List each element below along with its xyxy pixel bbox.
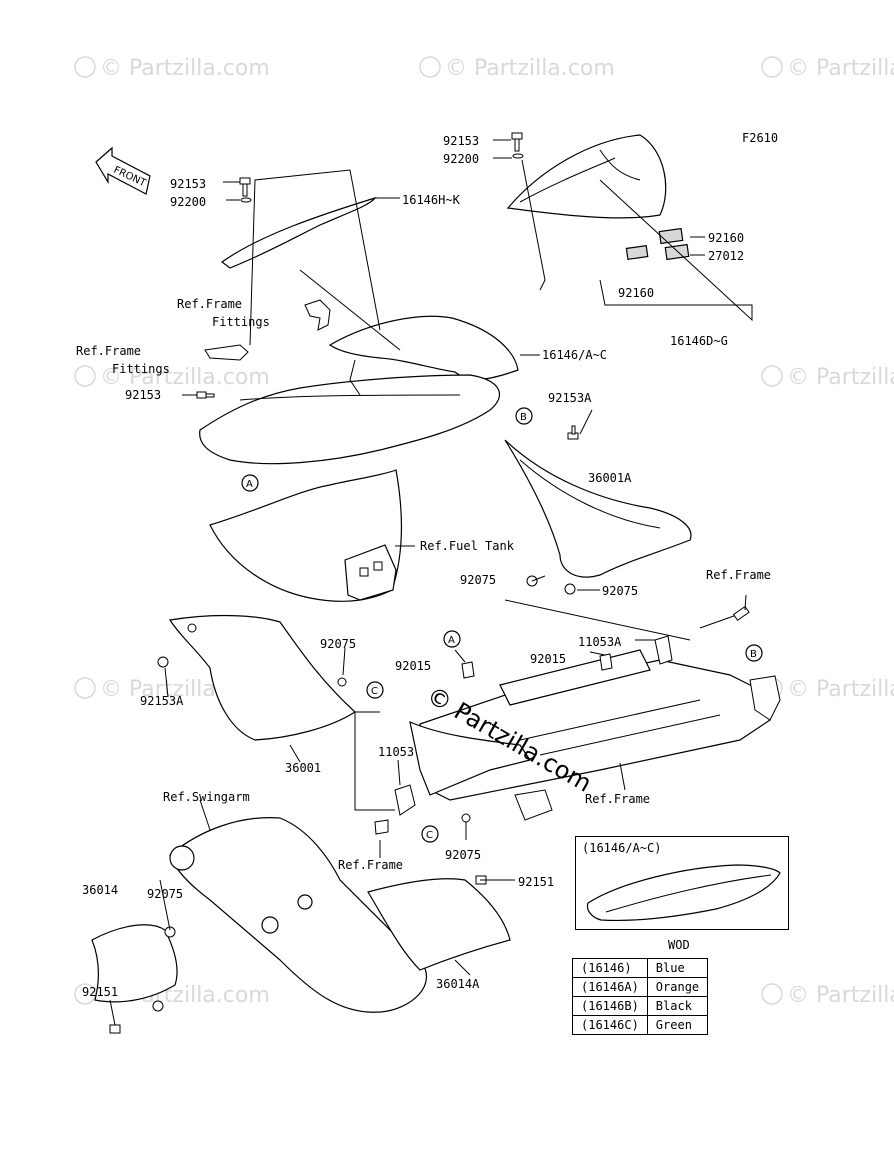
- top-bolts: [239, 132, 524, 203]
- label-16146DG: 16146D~G: [670, 334, 728, 348]
- ref-frame-fittings-2: Ref.Frame: [76, 344, 141, 358]
- ref-frame-fittings-1: Ref.Frame: [177, 297, 242, 311]
- wod-color: Blue: [646, 958, 709, 978]
- chain-guards: [91, 875, 511, 1034]
- ref-frame-fittings-2b: Fittings: [112, 362, 170, 376]
- label-92153-left: 92153: [170, 177, 206, 191]
- wod-color: Black: [646, 996, 709, 1016]
- label-92160-b: 92160: [618, 286, 654, 300]
- watermark-7: © Partzilla.com: [787, 677, 894, 702]
- label-36014A: 36014A: [436, 977, 480, 991]
- wod-code: (16146A): [572, 977, 648, 997]
- swingarm: [169, 817, 427, 1013]
- front-arrow-icon: FRONT: [95, 146, 151, 195]
- callout-a-1: A: [246, 479, 253, 490]
- ref-frame-right: Ref.Frame: [706, 568, 771, 582]
- reference-labels: Ref.Frame Fittings Ref.Frame Fittings Re…: [76, 297, 771, 872]
- wod-code: (16146): [572, 958, 648, 978]
- fuel-tank: [209, 469, 402, 602]
- ref-frame-bottom: Ref.Frame: [585, 792, 650, 806]
- label-92153A-right: 92153A: [548, 391, 592, 405]
- watermark-2: © Partzilla.com: [445, 56, 615, 81]
- frame: [374, 605, 781, 835]
- wod-color: Orange: [646, 977, 709, 997]
- wod-color: Green: [646, 1015, 709, 1035]
- callout-b-2: B: [750, 649, 757, 660]
- label-11053A: 11053A: [578, 635, 622, 649]
- callout-c-1: C: [371, 686, 378, 697]
- ref-frame-lower: Ref.Frame: [338, 858, 403, 872]
- watermark-4: © Partzilla.com: [100, 365, 270, 390]
- label-92015-a: 92015: [530, 652, 566, 666]
- label-92075-a: 92075: [460, 573, 496, 587]
- label-16146AC: 16146/A~C: [542, 348, 607, 362]
- ref-swingarm: Ref.Swingarm: [163, 790, 250, 804]
- label-92151-a: 92151: [82, 985, 118, 999]
- label-92015-b: 92015: [395, 659, 431, 673]
- seat-cowl: [506, 134, 690, 261]
- inset-box: (16146/A~C): [575, 836, 789, 930]
- callout-a-2: A: [448, 635, 455, 646]
- table-row: (16146A)Orange: [572, 977, 709, 997]
- label-92153A-left: 92153A: [140, 694, 184, 708]
- label-92153-top: 92153: [443, 134, 479, 148]
- label-92160-a: 92160: [708, 231, 744, 245]
- inset-label: (16146/A~C): [582, 841, 662, 855]
- wod-table: (16146)Blue (16146A)Orange (16146B)Black…: [572, 958, 709, 1035]
- label-92075-e: 92075: [147, 887, 183, 901]
- label-92075-c: 92075: [320, 637, 356, 651]
- label-36014: 36014: [82, 883, 118, 897]
- watermark-1: © Partzilla.com: [100, 56, 270, 81]
- callout-c-2: C: [426, 830, 433, 841]
- callouts: A B A B C C: [241, 407, 763, 843]
- watermark-5: © Partzilla.com: [787, 365, 894, 390]
- callout-b-1: B: [520, 412, 527, 423]
- label-11053: 11053: [378, 745, 414, 759]
- table-row: (16146C)Green: [572, 1015, 709, 1035]
- figure-code: F2610: [742, 131, 778, 145]
- panel-36001A: [504, 425, 692, 595]
- top-cover: [220, 196, 377, 269]
- panel-36001: [157, 614, 356, 741]
- table-row: (16146)Blue: [572, 958, 709, 978]
- inset-cover-drawing: [586, 864, 781, 922]
- label-16146HK: 16146H~K: [402, 193, 461, 207]
- watermarks: © Partzilla.com © Partzilla.com © Partzi…: [74, 56, 894, 1008]
- wod-code: (16146B): [572, 996, 648, 1016]
- ref-frame-fittings-1b: Fittings: [212, 315, 270, 329]
- label-36001: 36001: [285, 761, 321, 775]
- label-92200-top: 92200: [443, 152, 479, 166]
- watermark-3: © Partzilla.com: [787, 56, 894, 81]
- leader-lines: [109, 139, 753, 1026]
- frame-fittings: [196, 299, 331, 399]
- label-27012: 27012: [708, 249, 744, 263]
- part-labels: 92153 92200 92153 92200 16146H~K 92160 2…: [82, 134, 744, 999]
- label-36001A: 36001A: [588, 471, 632, 485]
- wod-title: WOD: [668, 938, 690, 952]
- label-92151-b: 92151: [518, 875, 554, 889]
- watermark-9: © Partzilla.com: [787, 983, 894, 1008]
- ref-fuel-tank: Ref.Fuel Tank: [420, 539, 515, 553]
- table-row: (16146B)Black: [572, 996, 709, 1016]
- label-92075-d: 92075: [445, 848, 481, 862]
- label-92153-mid: 92153: [125, 388, 161, 402]
- label-92200-left: 92200: [170, 195, 206, 209]
- wod-code: (16146C): [572, 1015, 648, 1035]
- label-92075-b: 92075: [602, 584, 638, 598]
